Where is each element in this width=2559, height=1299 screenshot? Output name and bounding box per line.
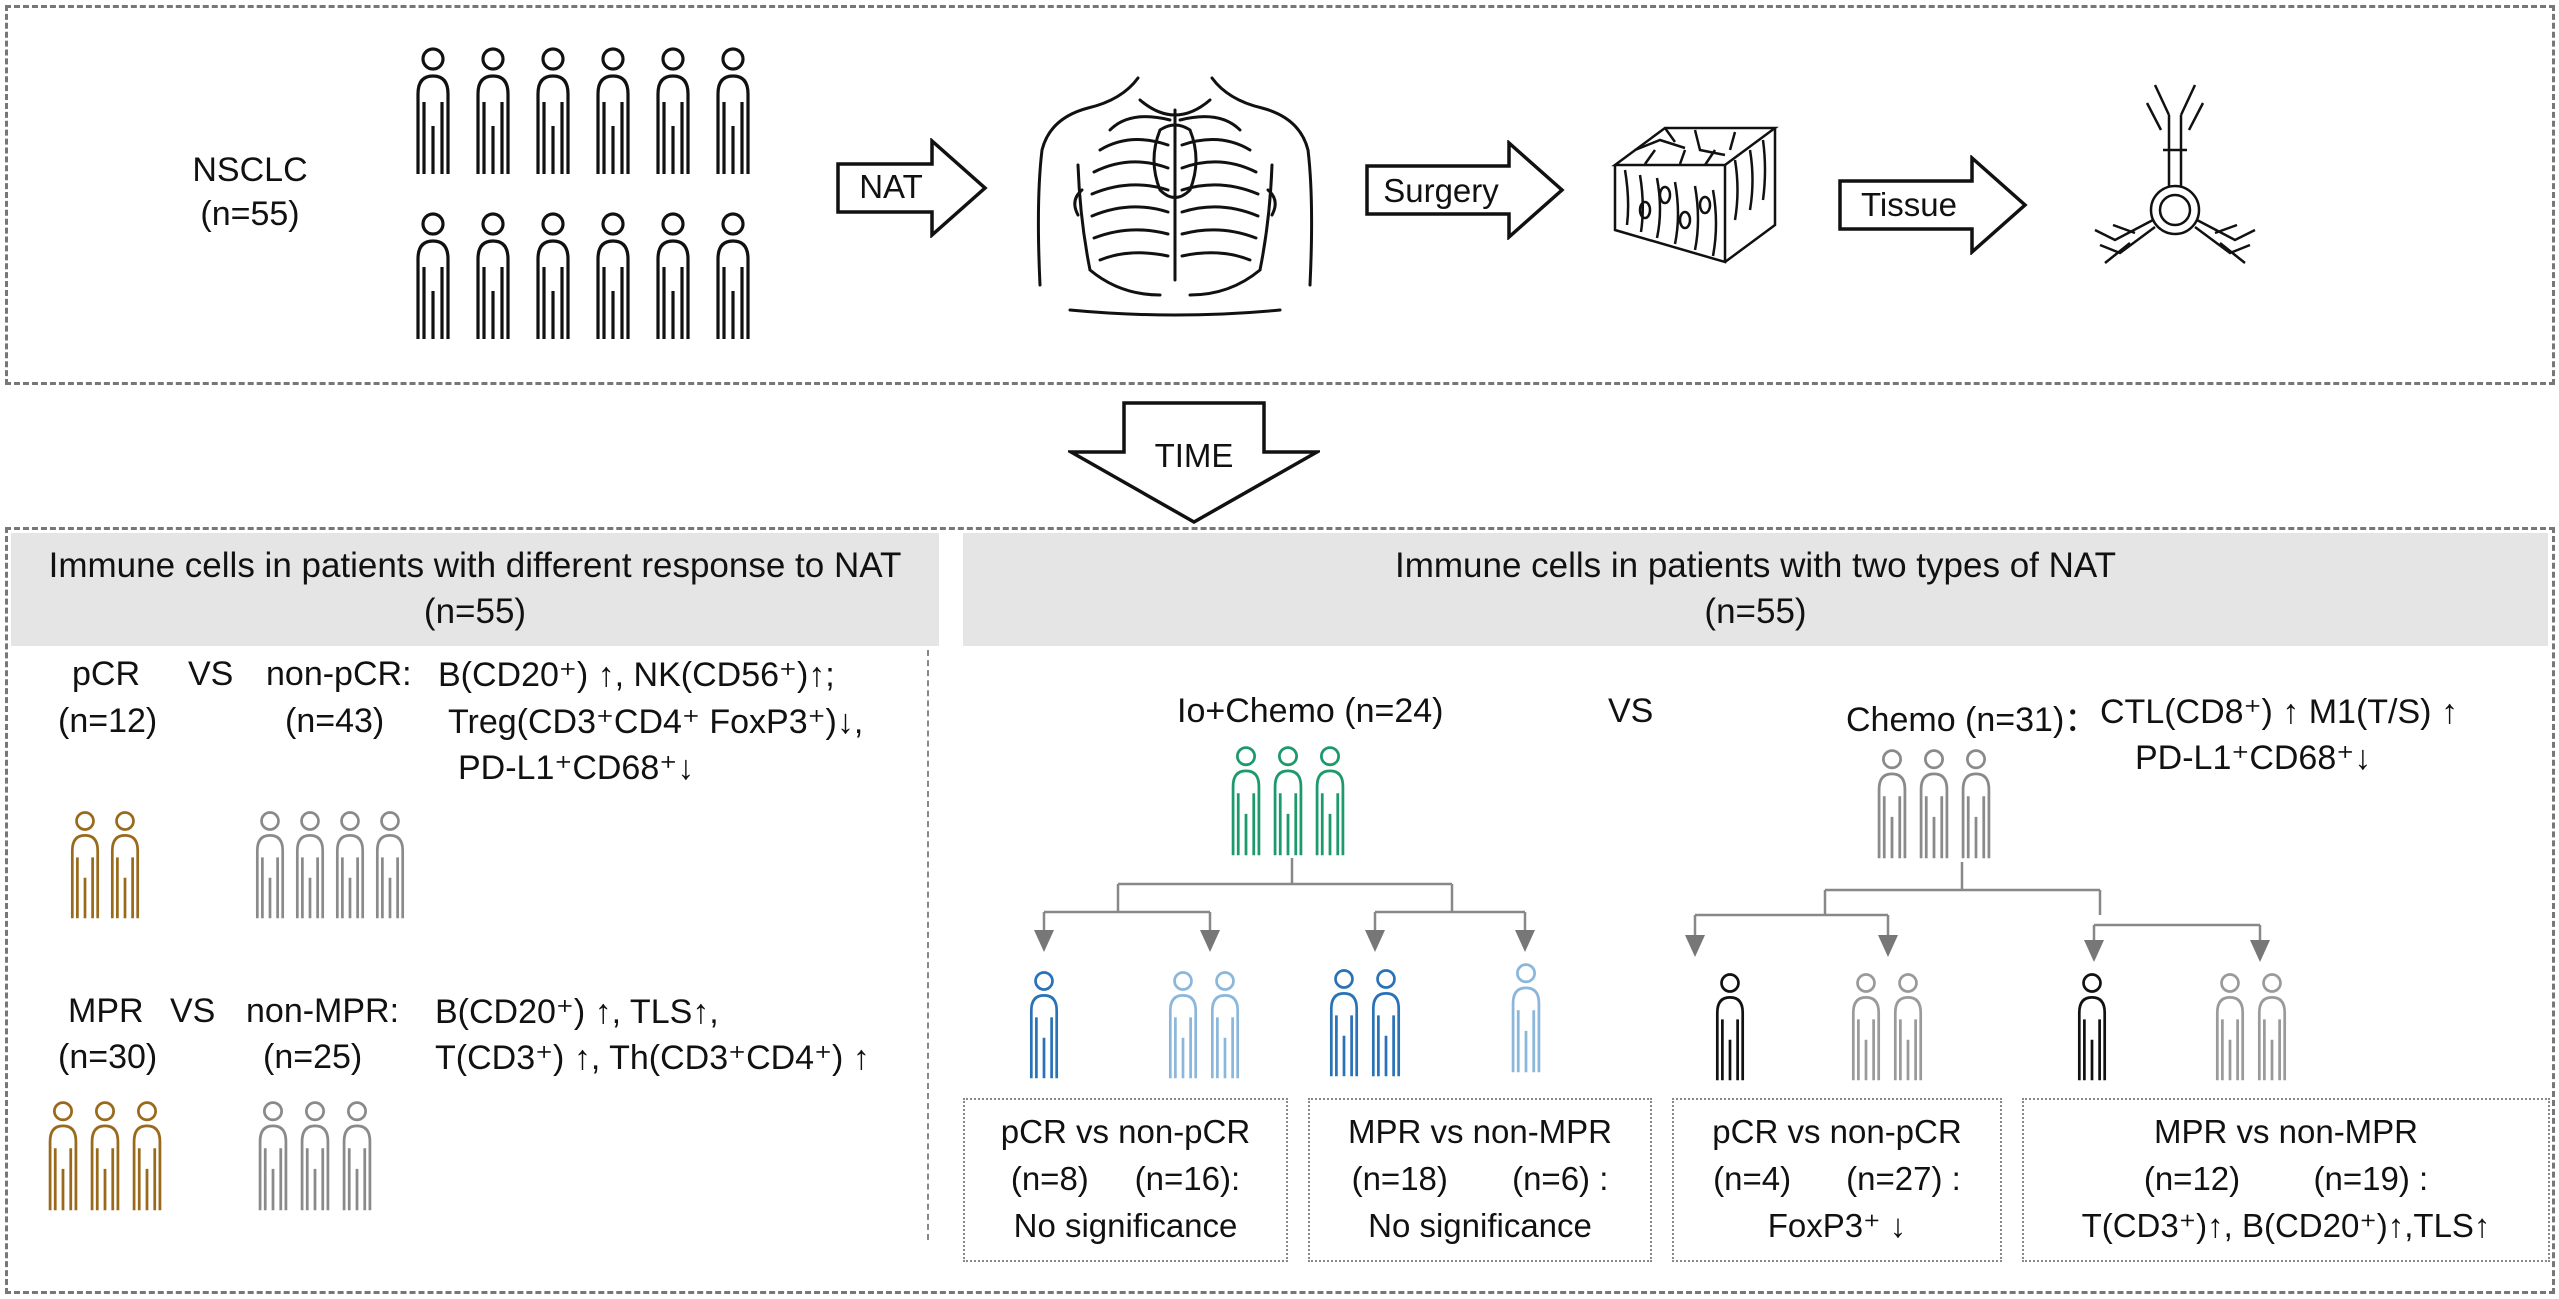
mpr-vs: VS [170, 992, 216, 1030]
tissue-arrow-label: Tissue [1861, 186, 1957, 223]
pcr-result-line3: PD-L1⁺CD68⁺↓ [458, 749, 695, 787]
chemo-mpr-comparison-text: MPR vs non-MPR (n=12) (n=19) : T(CD3⁺)↑,… [2022, 1108, 2550, 1249]
non-pcr-label: non-pCR: [266, 655, 412, 693]
io-mpr-patients-icon [1326, 968, 1416, 1078]
chemo-patients-icon [1874, 748, 2004, 860]
io-pcr-count: (n=8) [1010, 1160, 1089, 1197]
chemo-non-mpr-patients-icon [2212, 972, 2302, 1082]
chemo-non-pcr-count: (n=27) : [1846, 1160, 1961, 1197]
chemo-non-mpr-count: (n=19) : [2313, 1160, 2429, 1197]
mpr-count: (n=30) [58, 1038, 158, 1076]
right-panel-title-line1: Immune cells in patients with two types … [1394, 546, 2117, 585]
chemo-mpr-patient-icon [2074, 972, 2114, 1082]
io-mpr-comparison-text: MPR vs non-MPR (n=18) (n=6) : No signifi… [1308, 1108, 1652, 1249]
io-non-mpr-count: (n=6) : [1512, 1160, 1609, 1197]
pcr-patients-icon [68, 810, 158, 920]
chemo-pcr-comparison-title: pCR vs non-pCR [1712, 1113, 1962, 1150]
chemo-non-pcr-patients-icon [1848, 972, 1938, 1082]
surgery-arrow-label: Surgery [1383, 172, 1499, 209]
mpr-label: MPR [68, 992, 144, 1030]
antibody-icon [2075, 75, 2275, 285]
cohort-name: NSCLC [192, 151, 308, 189]
io-mpr-comparison-box [1308, 1098, 1652, 1262]
left-panel-header [11, 533, 939, 646]
cohort-label: NSCLC (n=55) [160, 148, 340, 236]
io-pcr-patient-icon [1026, 970, 1066, 1080]
io-chemo-patients-icon [1228, 745, 1358, 857]
chemo-mpr-comparison-box [2022, 1098, 2550, 1262]
chemo-pcr-comparison-text: pCR vs non-pCR (n=4) (n=27) : FoxP3⁺ ↓ [1672, 1108, 2002, 1249]
io-pcr-comparison-title: pCR vs non-pCR [1000, 1113, 1251, 1150]
pcr-result-line1: B(CD20⁺) ↑, NK(CD56⁺)↑; [438, 656, 835, 694]
left-panel-title-line2: (n=55) [423, 592, 527, 631]
bottom-panel [5, 527, 2555, 1294]
io-mpr-comparison-counts: (n=18) (n=6) : [1308, 1155, 1652, 1202]
chemo-result-line2: PD-L1⁺CD68⁺↓ [2135, 739, 2372, 777]
pcr-vs: VS [188, 655, 234, 693]
chemo-mpr-count: (n=12) [2143, 1160, 2241, 1197]
chemo-result-line1: CTL(CD8⁺) ↑ M1(T/S) ↑ [2100, 693, 2458, 731]
chemo-mpr-comparison-result: T(CD3⁺)↑, B(CD20⁺)↑,TLS↑ [2081, 1207, 2491, 1244]
io-mpr-comparison-title: MPR vs non-MPR [1347, 1113, 1613, 1150]
io-pcr-comparison-text: pCR vs non-pCR (n=8) (n=16): No signific… [963, 1108, 1288, 1249]
mpr-result-line1: B(CD20⁺) ↑, TLS↑, [435, 993, 719, 1031]
right-panel-title: Immune cells in patients with two types … [963, 543, 2548, 635]
left-panel-title: Immune cells in patients with different … [11, 543, 939, 635]
io-mpr-count: (n=18) [1351, 1160, 1448, 1197]
non-mpr-label: non-MPR: [246, 992, 400, 1030]
tissue-block-icon [1605, 120, 1785, 270]
chemo-pcr-comparison-counts: (n=4) (n=27) : [1672, 1155, 2002, 1202]
time-arrow-label: TIME [1154, 437, 1234, 474]
time-arrow [1064, 400, 1324, 525]
chemo-pcr-comparison-box [1672, 1098, 2002, 1262]
tissue-arrow [1838, 154, 2028, 256]
right-panel-title-line2: (n=55) [1704, 592, 1807, 631]
nat-arrow [836, 137, 988, 239]
cohort-count: (n=55) [200, 195, 300, 233]
io-non-mpr-patient-icon [1508, 962, 1548, 1074]
mpr-result-line2: T(CD3⁺) ↑, Th(CD3⁺CD4⁺) ↑ [435, 1039, 870, 1077]
io-mpr-comparison-result: No significance [1368, 1207, 1592, 1244]
chemo-pcr-count: (n=4) [1713, 1160, 1792, 1197]
chemo-pcr-comparison-result: FoxP3⁺ ↓ [1767, 1207, 1907, 1244]
chemo-group-label: Chemo (n=31)： [1846, 701, 2099, 739]
io-pcr-comparison-result: No significance [1013, 1207, 1238, 1244]
non-mpr-patients-icon [255, 1100, 385, 1212]
non-pcr-patients-icon [253, 810, 423, 920]
io-pcr-comparison-box [963, 1098, 1288, 1262]
io-chemo-group-label: Io+Chemo (n=24) [1177, 692, 1444, 730]
panel-divider [927, 650, 929, 1240]
top-panel [5, 5, 2555, 385]
nat-arrow-label: NAT [859, 168, 923, 205]
io-pcr-comparison-counts: (n=8) (n=16): [963, 1155, 1288, 1202]
treatment-vs: VS [1608, 692, 1654, 730]
pcr-count: (n=12) [58, 702, 158, 740]
surgery-arrow [1365, 139, 1565, 241]
pcr-label: pCR [72, 655, 141, 693]
patient-group-icon [413, 35, 783, 355]
left-panel-title-line1: Immune cells in patients with different … [48, 546, 902, 585]
io-non-pcr-count: (n=16): [1134, 1160, 1241, 1197]
non-pcr-count: (n=43) [285, 702, 385, 740]
mpr-patients-icon [45, 1100, 175, 1212]
right-panel-header [963, 533, 2548, 646]
pcr-result-line2: Treg(CD3⁺CD4⁺ FoxP3⁺)↓, [448, 703, 864, 741]
torso-icon [1030, 70, 1320, 325]
chemo-mpr-comparison-counts: (n=12) (n=19) : [2022, 1155, 2550, 1202]
io-non-pcr-patients-icon [1165, 970, 1255, 1080]
chemo-pcr-patient-icon [1712, 972, 1752, 1082]
chemo-mpr-comparison-title: MPR vs non-MPR [2153, 1113, 2419, 1150]
non-mpr-count: (n=25) [263, 1038, 363, 1076]
